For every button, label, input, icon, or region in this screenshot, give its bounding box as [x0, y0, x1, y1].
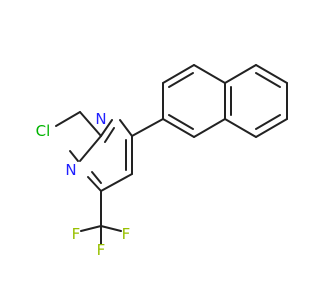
atom-n3: N	[65, 161, 76, 179]
bond-nb-5	[224, 118, 257, 138]
atom-cl: Cl	[36, 122, 51, 140]
bond-na-6-inner	[168, 114, 194, 130]
bond-nb-4	[255, 118, 288, 138]
bond-na-3	[193, 64, 226, 84]
bond-c2-n1	[100, 119, 113, 137]
bond-cf3-f2	[80, 225, 102, 232]
bond-cl-ch2	[55, 111, 81, 127]
bond-c2-n1-inner	[104, 127, 115, 143]
bond-nb-1	[224, 64, 257, 84]
bond-n3-c2	[69, 150, 79, 162]
bond-cf3-f3	[100, 225, 122, 232]
atom-n1: N	[95, 110, 106, 128]
bond-na-5	[193, 118, 226, 138]
bond-nb-4-inner	[255, 114, 281, 130]
bond-na-6	[162, 118, 195, 138]
atom-f2: F	[72, 225, 81, 243]
bond-na-2-inner	[168, 72, 194, 88]
atom-labels: Cl N N F F F	[36, 110, 131, 259]
bond-nb-2	[255, 64, 288, 84]
bond-c4-n3-inner	[91, 171, 102, 184]
bond-c6-naphthyl	[131, 118, 164, 137]
bond-ch2-c2	[79, 111, 102, 137]
atom-f3: F	[122, 225, 131, 243]
bond-n1-c6	[119, 119, 133, 137]
bond-na-2	[162, 64, 195, 84]
bond-n3-c2-b	[79, 135, 102, 162]
bond-c5-c4	[100, 173, 133, 192]
atom-f1: F	[97, 241, 106, 259]
bond-nb-2-inner	[255, 72, 281, 88]
bonds	[55, 64, 288, 245]
bond-c4-n3	[87, 176, 102, 192]
molecule-structure: Cl N N F F F	[36, 64, 288, 259]
